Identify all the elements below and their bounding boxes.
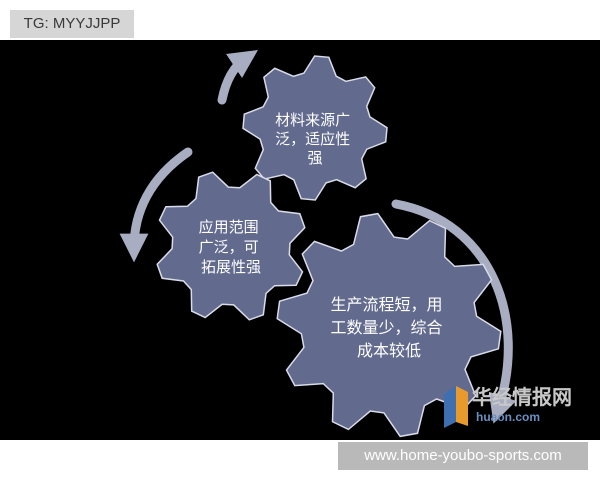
gear-left-label: 应用范围 广泛，可 拓展性强 <box>199 218 264 276</box>
gear-top-line-2: 泛，适应性 <box>275 130 350 148</box>
watermark-en: huaon.com <box>476 410 540 424</box>
gear-bottom-right-label: 生产流程短，用 工数量少，综合 成本较低 <box>330 295 447 360</box>
gear-top-line-1: 材料来源广 <box>275 111 350 129</box>
gear-bottom-right-line-2: 工数量少，综合 <box>330 318 442 337</box>
gear-left-line-1: 应用范围 <box>199 218 259 236</box>
gear-bottom-right-line-1: 生产流程短，用 <box>330 295 442 314</box>
arrow-right <box>391 199 517 424</box>
gear-top <box>242 55 388 201</box>
gear-bottom-right-line-3: 成本较低 <box>357 341 421 360</box>
top-tag: TG: MYYJJPP <box>10 10 134 38</box>
gear-left-line-3: 拓展性强 <box>201 258 261 276</box>
watermark-logo: 华经情报网 huaon.com <box>444 385 572 428</box>
gear-top-label: 材料来源广 泛，适应性 强 <box>275 111 355 167</box>
gear-left-line-2: 广泛，可 <box>199 238 259 256</box>
arrow-top <box>217 50 258 105</box>
bottom-tag-url[interactable]: www.home-youbo-sports.com <box>338 442 588 470</box>
gear-left <box>156 171 306 321</box>
gear-top-line-3: 强 <box>307 149 322 167</box>
watermark-cn: 华经情报网 <box>472 385 572 409</box>
arrow-left <box>119 147 193 263</box>
